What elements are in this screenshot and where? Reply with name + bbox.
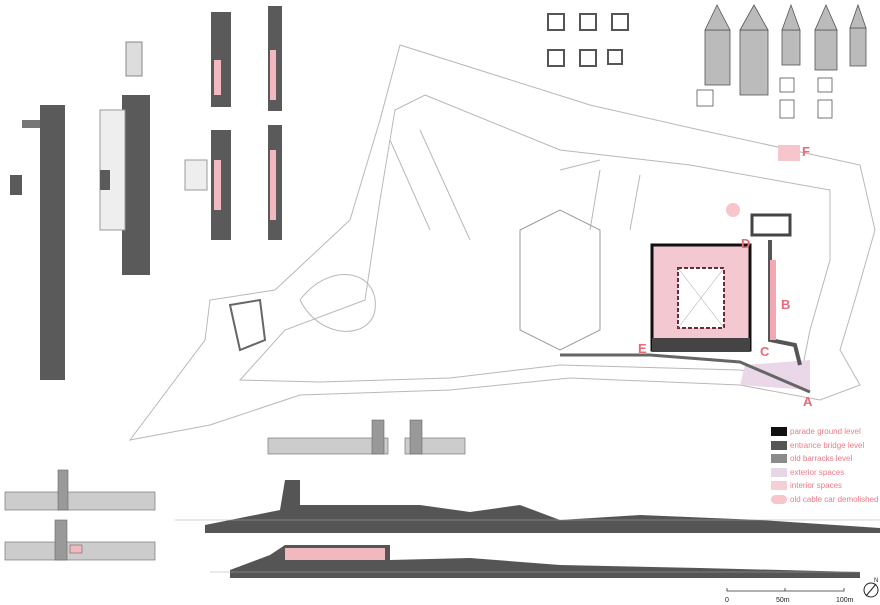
plan-label-a: A bbox=[803, 394, 813, 409]
legend-item: old barracks level bbox=[771, 452, 879, 465]
north-arrow-icon bbox=[863, 582, 879, 598]
scale-bar bbox=[726, 588, 845, 592]
plan-label-e: E bbox=[638, 341, 647, 356]
elevation-long-1 bbox=[40, 105, 65, 380]
site-sections bbox=[175, 480, 880, 578]
barracks-building bbox=[560, 213, 811, 394]
legend-item: old cable car demolished bbox=[771, 493, 879, 506]
tower-elevations bbox=[696, 3, 867, 119]
fortress-plan bbox=[128, 44, 876, 441]
north-label: N bbox=[874, 578, 879, 584]
outer-wall bbox=[128, 44, 876, 441]
legend-item: exterior spaces bbox=[771, 466, 879, 479]
plan-label-d: D bbox=[741, 236, 751, 251]
cable-car-area-f bbox=[778, 145, 800, 161]
middle-elevations bbox=[4, 419, 466, 561]
exterior-spaces bbox=[740, 360, 810, 390]
legend-item: interior spaces bbox=[771, 479, 879, 492]
legend-item: entrance bridge level bbox=[771, 439, 879, 452]
cable-car-demolished bbox=[726, 203, 740, 217]
legend: parade ground level entrance bridge leve… bbox=[771, 425, 879, 507]
scale-tick-0: 0 bbox=[725, 597, 729, 604]
section-2 bbox=[230, 545, 860, 578]
plan-label-b: B bbox=[781, 297, 791, 312]
scale-tick-50m: 50m bbox=[776, 597, 790, 604]
legend-item: parade ground level bbox=[771, 425, 879, 438]
tower-elevation-1 bbox=[10, 175, 22, 195]
scale-tick-100m: 100m bbox=[836, 597, 854, 604]
left-elevations bbox=[10, 6, 282, 380]
plan-label-c: C bbox=[760, 344, 770, 359]
elevation-long-2 bbox=[122, 95, 150, 275]
plan-label-f: F bbox=[802, 144, 810, 159]
tower-plans bbox=[547, 13, 629, 67]
